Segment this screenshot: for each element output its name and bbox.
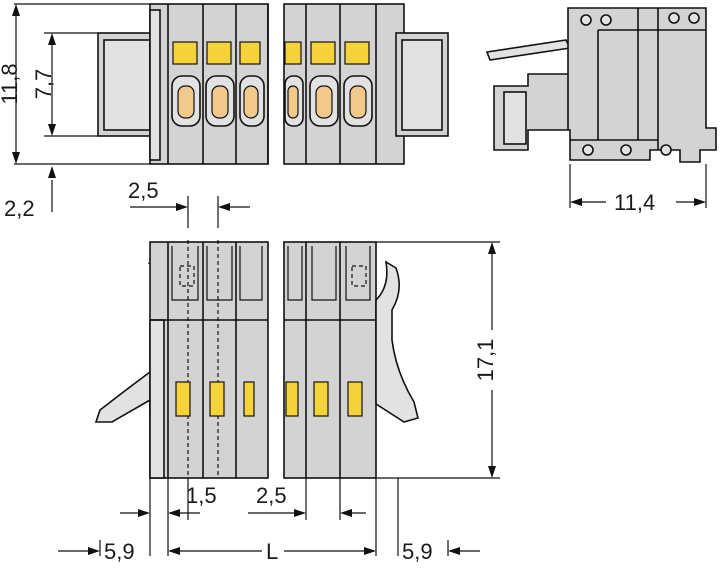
front-view-dimensions xyxy=(12,3,150,212)
dimension-2-2: 2,2 xyxy=(4,196,35,221)
dimension-7-7: 7,7 xyxy=(31,69,56,100)
release-indicator xyxy=(175,381,191,417)
side-view-dimension xyxy=(569,164,707,208)
release-indicator xyxy=(243,381,255,417)
side-latch-arm xyxy=(485,39,572,61)
dimension-11-8: 11,8 xyxy=(0,63,22,104)
release-indicator xyxy=(347,381,363,417)
release-button xyxy=(239,41,261,65)
side-body xyxy=(493,7,717,163)
release-button xyxy=(172,41,198,65)
pitch-dimension-top xyxy=(130,196,250,228)
dimension-L: L xyxy=(266,539,278,564)
dimension-5-9-right: 5,9 xyxy=(402,539,433,564)
dimension-17-1: 17,1 xyxy=(473,339,498,382)
dimension-pitch-top: 2,5 xyxy=(128,178,159,203)
front-left-flange-inner xyxy=(103,39,151,131)
release-indicator xyxy=(313,381,329,417)
front-left-edge xyxy=(149,9,161,161)
release-button xyxy=(344,41,370,65)
release-indicator xyxy=(285,381,299,417)
front-right-flange-inner xyxy=(401,39,443,131)
top-left-side xyxy=(149,319,165,479)
release-button xyxy=(284,41,302,65)
release-indicator xyxy=(209,381,225,417)
bottom-dimensions xyxy=(58,478,480,556)
dimension-pitch-bottom: 2,5 xyxy=(256,483,287,508)
right-locking-latch xyxy=(375,260,419,423)
side-view xyxy=(485,7,717,163)
release-button xyxy=(310,41,336,65)
release-button xyxy=(206,41,232,65)
dimension-5-9-left: 5,9 xyxy=(104,539,135,564)
top-view xyxy=(94,240,419,479)
front-view xyxy=(97,3,449,165)
top-right-housing xyxy=(283,241,377,479)
spring-openings xyxy=(171,75,373,127)
side-body-lower-block xyxy=(503,91,527,145)
height-dimension-17-1 xyxy=(376,241,500,479)
dimension-11-4: 11,4 xyxy=(614,190,655,215)
dimension-1-5: 1,5 xyxy=(186,483,217,508)
